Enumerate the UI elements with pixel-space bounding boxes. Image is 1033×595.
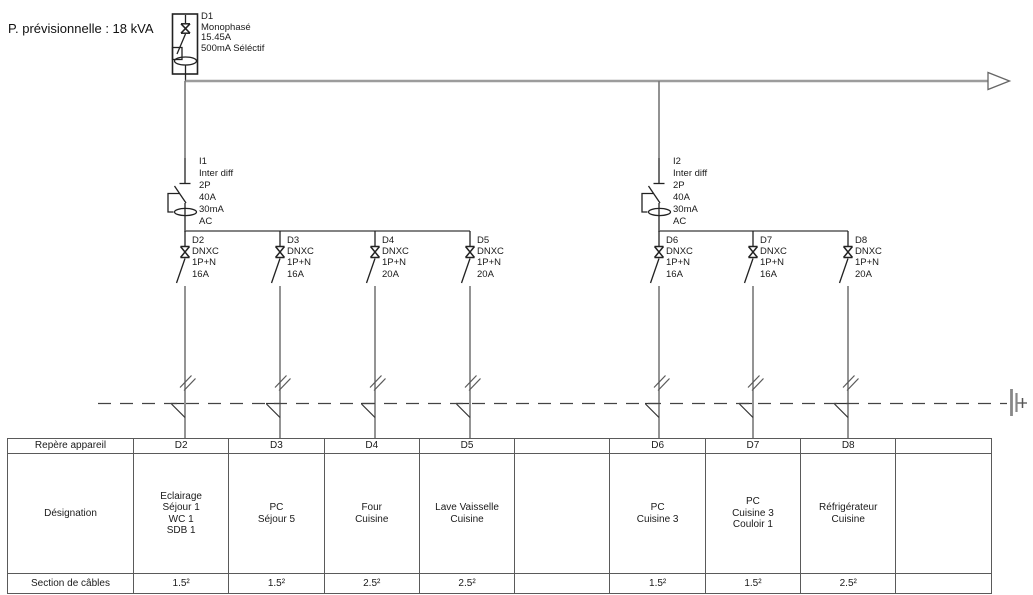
section-cell: 2.5² bbox=[418, 573, 516, 594]
section-cell bbox=[895, 573, 992, 594]
main-breaker-label-d1: D1 Monophasé 15.45A 500mA Séléctif bbox=[201, 11, 265, 54]
designation-cell: Four Cuisine bbox=[323, 453, 420, 574]
diff-switch-label-i1: I1 Inter diff 2P 40A 30mA AC bbox=[199, 156, 234, 227]
designation-cell: Lave Vaisselle Cuisine bbox=[418, 453, 516, 574]
section-cell: 1.5² bbox=[704, 573, 802, 594]
section-cell: 1.5² bbox=[132, 573, 230, 594]
bus-arrow-head bbox=[987, 71, 1012, 91]
repere-cell: D7 bbox=[704, 438, 802, 454]
breaker-label-d3: D3 DNXC 1P+N 16A bbox=[287, 235, 314, 280]
repere-cell bbox=[895, 438, 992, 454]
breaker-label-d8: D8 DNXC 1P+N 20A bbox=[855, 235, 882, 280]
designation-cell: Réfrigérateur Cuisine bbox=[800, 453, 897, 574]
section-cell: 1.5² bbox=[228, 573, 325, 594]
breaker-label-d7: D7 DNXC 1P+N 16A bbox=[760, 235, 787, 280]
row-label-section: Section de câbles bbox=[7, 573, 134, 594]
section-cell bbox=[514, 573, 611, 594]
table-row-designation: Désignation Eclairage Séjour 1 WC 1 SDB … bbox=[7, 453, 992, 574]
breaker-label-d4: D4 DNXC 1P+N 20A bbox=[382, 235, 409, 280]
repere-cell: D4 bbox=[323, 438, 420, 454]
table-row-section: Section de câbles 1.5² 1.5² 2.5² 2.5² 1.… bbox=[7, 573, 992, 594]
prospective-power-label: P. prévisionnelle : 18 kVA bbox=[8, 21, 154, 36]
repere-cell: D2 bbox=[132, 438, 230, 454]
section-cell: 2.5² bbox=[323, 573, 420, 594]
diff-switch-symbol-i1 bbox=[167, 80, 198, 233]
repere-cell: D6 bbox=[609, 438, 706, 454]
diff-switch-symbol-i2 bbox=[641, 80, 672, 233]
section-cell: 2.5² bbox=[800, 573, 897, 594]
row-label-designation: Désignation bbox=[7, 453, 134, 574]
repere-cell: D8 bbox=[800, 438, 897, 454]
main-breaker-symbol-d1 bbox=[171, 13, 199, 81]
designation-cell bbox=[514, 453, 611, 574]
table-row-repere: Repère appareil D2 D3 D4 D5 D6 D7 D8 bbox=[7, 438, 992, 454]
designation-cell: PC Cuisine 3 bbox=[609, 453, 706, 574]
circuit-spec-table: Repère appareil D2 D3 D4 D5 D6 D7 D8 Dés… bbox=[7, 438, 992, 594]
designation-cell: Eclairage Séjour 1 WC 1 SDB 1 bbox=[132, 453, 230, 574]
earth-symbol bbox=[1010, 389, 1027, 416]
designation-cell bbox=[895, 453, 992, 574]
repere-cell bbox=[514, 438, 611, 454]
repere-cell: D3 bbox=[228, 438, 325, 454]
section-cell: 1.5² bbox=[609, 573, 706, 594]
breaker-label-d2: D2 DNXC 1P+N 16A bbox=[192, 235, 219, 280]
breaker-label-d6: D6 DNXC 1P+N 16A bbox=[666, 235, 693, 280]
breaker-label-d5: D5 DNXC 1P+N 20A bbox=[477, 235, 504, 280]
designation-cell: PC Séjour 5 bbox=[228, 453, 325, 574]
row-label-repere: Repère appareil bbox=[7, 438, 134, 454]
designation-cell: PC Cuisine 3 Couloir 1 bbox=[704, 453, 802, 574]
diff-switch-label-i2: I2 Inter diff 2P 40A 30mA AC bbox=[673, 156, 708, 227]
repere-cell: D5 bbox=[418, 438, 516, 454]
